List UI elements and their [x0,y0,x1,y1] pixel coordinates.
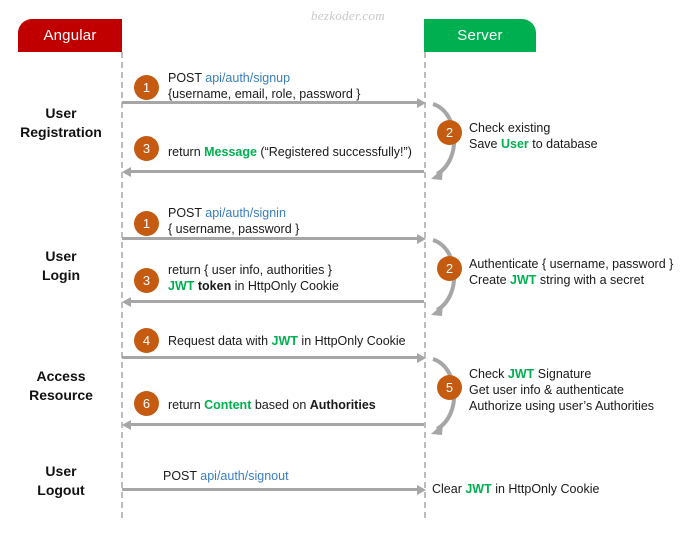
section-label-user-logout: User Logout [0,462,122,500]
srv-res-post: Signature [534,367,592,381]
section-label-line1: User [45,248,77,264]
server-action-login-line1: Authenticate { username, password } [469,257,674,271]
signin-request-url: api/auth/signin [205,206,286,220]
srv-reg-post: to database [528,137,598,151]
signout-request-method: POST [163,469,201,483]
signin-response-arrowhead [122,296,131,307]
signin-response-arrow-line [130,300,424,303]
signout-request-url: api/auth/signout [200,469,289,483]
step-badge-4-resource: 4 [134,328,159,353]
section-label-access-resource: Access Resource [0,367,122,405]
srv-logout-post: in HttpOnly Cookie [491,482,600,496]
server-action-registration-line1: Check existing [469,121,551,135]
signin-request-arrow-line [122,237,422,240]
signup-request-text: POST api/auth/signup {username, email, r… [168,70,360,102]
server-action-resource-text: Check JWT Signature Get user info & auth… [469,366,654,414]
resource-response-bold: Authorities [309,398,376,412]
section-label-user-registration: User Registration [0,104,122,142]
resource-request-arrow-line [122,356,422,359]
signup-response-green: Message [204,145,257,159]
watermark: bezkoder.com [311,8,385,23]
section-label-line1: User [45,105,77,121]
signin-response-line1: return { user info, authorities } [168,263,332,277]
section-label-line1: User [45,463,77,479]
signup-request-arrow-line [122,101,422,104]
step-badge-5-resource: 5 [437,375,462,400]
server-lifeline [424,52,426,518]
server-action-registration-text: Check existing Save User to database [469,120,598,152]
server-action-registration-line2: Save User to database [469,136,598,152]
srv-login-green: JWT [510,273,537,287]
signup-request-line2: {username, email, role, password } [168,87,361,101]
signin-request-method: POST [168,206,206,220]
signup-request-line1: POST api/auth/signup [168,70,360,86]
server-action-logout-text: Clear JWT in HttpOnly Cookie [432,481,599,497]
actor-angular: Angular [18,19,122,52]
srv-reg-green: User [500,137,529,151]
actor-server: Server [424,19,536,52]
signup-response-pre: return [168,145,205,159]
signout-request-text: POST api/auth/signout [163,468,289,484]
section-label-line2: Logout [37,482,85,498]
resource-response-mid: based on [251,398,310,412]
step-badge-1-signup: 1 [134,75,159,100]
section-label-line2: Resource [29,387,93,403]
signin-request-arrowhead [417,233,426,244]
signup-request-url: api/auth/signup [205,71,291,85]
srv-res-green: JWT [507,367,535,381]
srv-logout-green: JWT [465,482,492,496]
resource-response-arrow-line [130,423,424,426]
server-action-resource-line2: Get user info & authenticate [469,383,624,397]
resource-request-pre: Request data with [168,334,272,348]
signup-response-text: return Message (“Registered successfully… [168,144,412,160]
signup-response-arrow-line [130,170,424,173]
server-action-resource-line3: Authorize using user’s Authorities [469,399,655,413]
signout-request-arrow-line [122,488,422,491]
actor-server-label: Server [457,27,503,44]
server-action-login-text: Authenticate { username, password } Crea… [469,256,673,288]
client-lifeline [121,52,123,518]
signin-request-text: POST api/auth/signin { username, passwor… [168,205,299,237]
section-label-user-login: User Login [0,247,122,285]
resource-response-green: Content [204,398,252,412]
resource-response-pre: return [168,398,205,412]
signin-request-line1: POST api/auth/signin [168,205,299,221]
signin-response-green: JWT [168,279,195,293]
srv-reg-pre: Save [469,137,501,151]
signin-response-bold: token [194,279,232,293]
signout-request-arrowhead [417,484,426,495]
resource-response-text: return Content based on Authorities [168,397,376,413]
section-label-line2: Registration [20,124,102,140]
section-label-line1: Access [36,368,86,384]
step-badge-6-resource: 6 [134,391,159,416]
resource-request-arrowhead [417,352,426,363]
server-action-resource-line1: Check JWT Signature [469,366,654,382]
server-action-login-line2: Create JWT string with a secret [469,272,673,288]
srv-login-pre: Create [469,273,510,287]
srv-login-post: string with a secret [536,273,645,287]
signup-response-post: (“Registered successfully!”) [256,145,412,159]
step-badge-2-login: 2 [437,256,462,281]
resource-response-arrowhead [122,419,131,430]
resource-request-post: in HttpOnly Cookie [297,334,406,348]
section-label-line2: Login [41,267,81,283]
signup-request-method: POST [168,71,206,85]
signup-response-arrowhead [122,166,131,177]
signin-response-text: return { user info, authorities } JWT to… [168,262,339,294]
step-badge-2-registration: 2 [437,120,462,145]
step-badge-3-signin: 3 [134,268,159,293]
signin-response-line2: JWT token in HttpOnly Cookie [168,278,339,294]
step-badge-1-signin: 1 [134,211,159,236]
signin-request-line2: { username, password } [168,222,300,236]
signup-request-arrowhead [417,97,426,108]
resource-request-text: Request data with JWT in HttpOnly Cookie [168,333,406,349]
step-badge-3-signup: 3 [134,136,159,161]
actor-angular-label: Angular [43,27,97,44]
resource-request-green: JWT [271,334,298,348]
srv-logout-pre: Clear [432,482,466,496]
srv-res-pre: Check [469,367,508,381]
signin-response-post: in HttpOnly Cookie [231,279,339,293]
